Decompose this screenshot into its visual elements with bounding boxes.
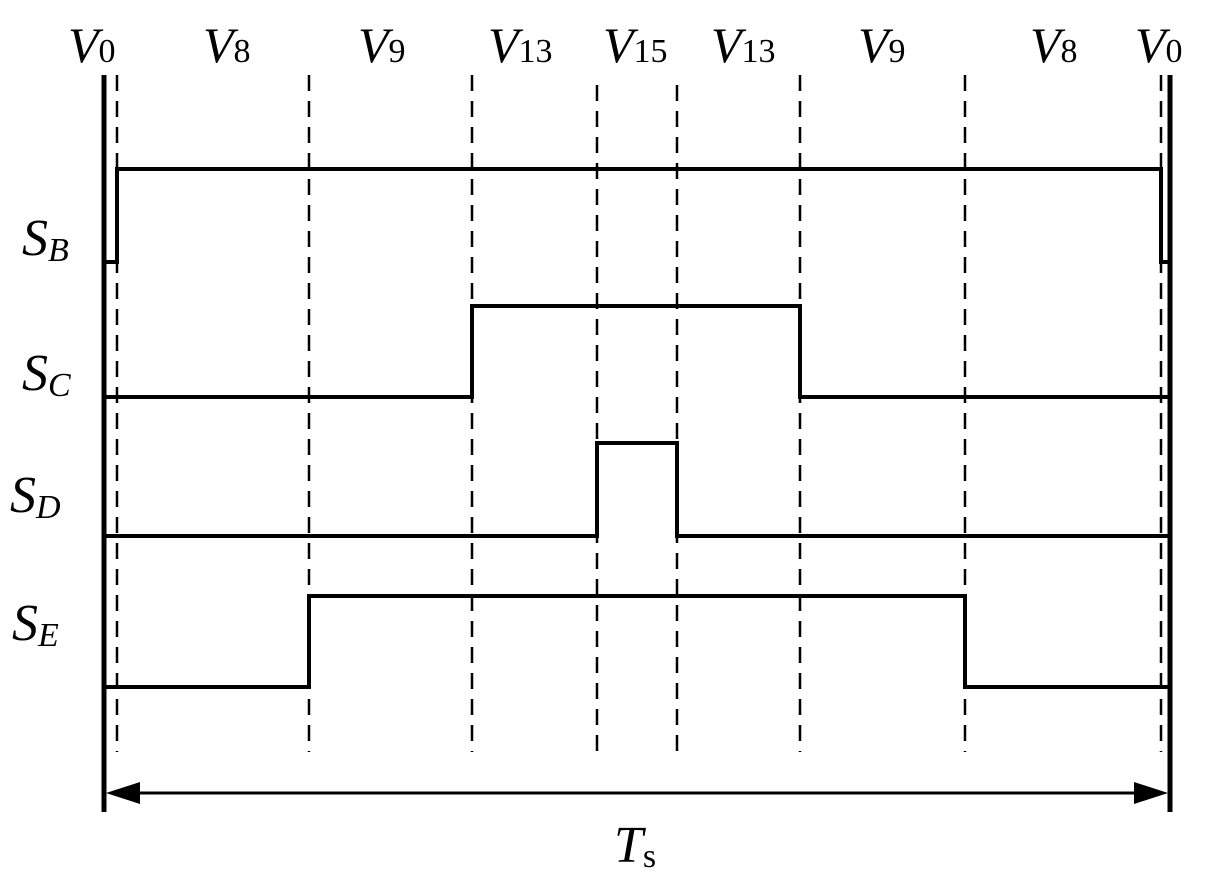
vector-label: V0 [68, 17, 116, 73]
vector-label: V9 [358, 17, 406, 73]
waveform-sc [104, 304, 1170, 399]
waveform-sd [104, 441, 1170, 538]
vector-label: V9 [858, 17, 906, 73]
waveform-sb [104, 167, 1170, 264]
switch-label-sc: SC [22, 345, 71, 404]
waveforms [104, 167, 1170, 689]
switch-labels: SB SC SD SE [10, 210, 71, 654]
vector-label: V8 [203, 17, 251, 73]
switch-label-sd: SD [10, 467, 61, 526]
vector-label: V13 [711, 17, 776, 73]
vector-label: V13 [488, 17, 553, 73]
waveform-se [104, 594, 1170, 689]
interval-boundaries [115, 75, 1163, 752]
period-label: Ts [614, 817, 656, 875]
vector-label: V8 [1030, 17, 1078, 73]
vector-label: V15 [603, 17, 668, 73]
switch-label-sb: SB [22, 210, 69, 269]
period-arrow-left-head [106, 782, 140, 804]
period-arrow-right-head [1134, 782, 1168, 804]
vector-label: V0 [1135, 17, 1183, 73]
switch-label-se: SE [12, 595, 59, 654]
vector-labels: V0 V8 V9 V13 V15 V13 V9 V8 V0 [68, 17, 1183, 73]
